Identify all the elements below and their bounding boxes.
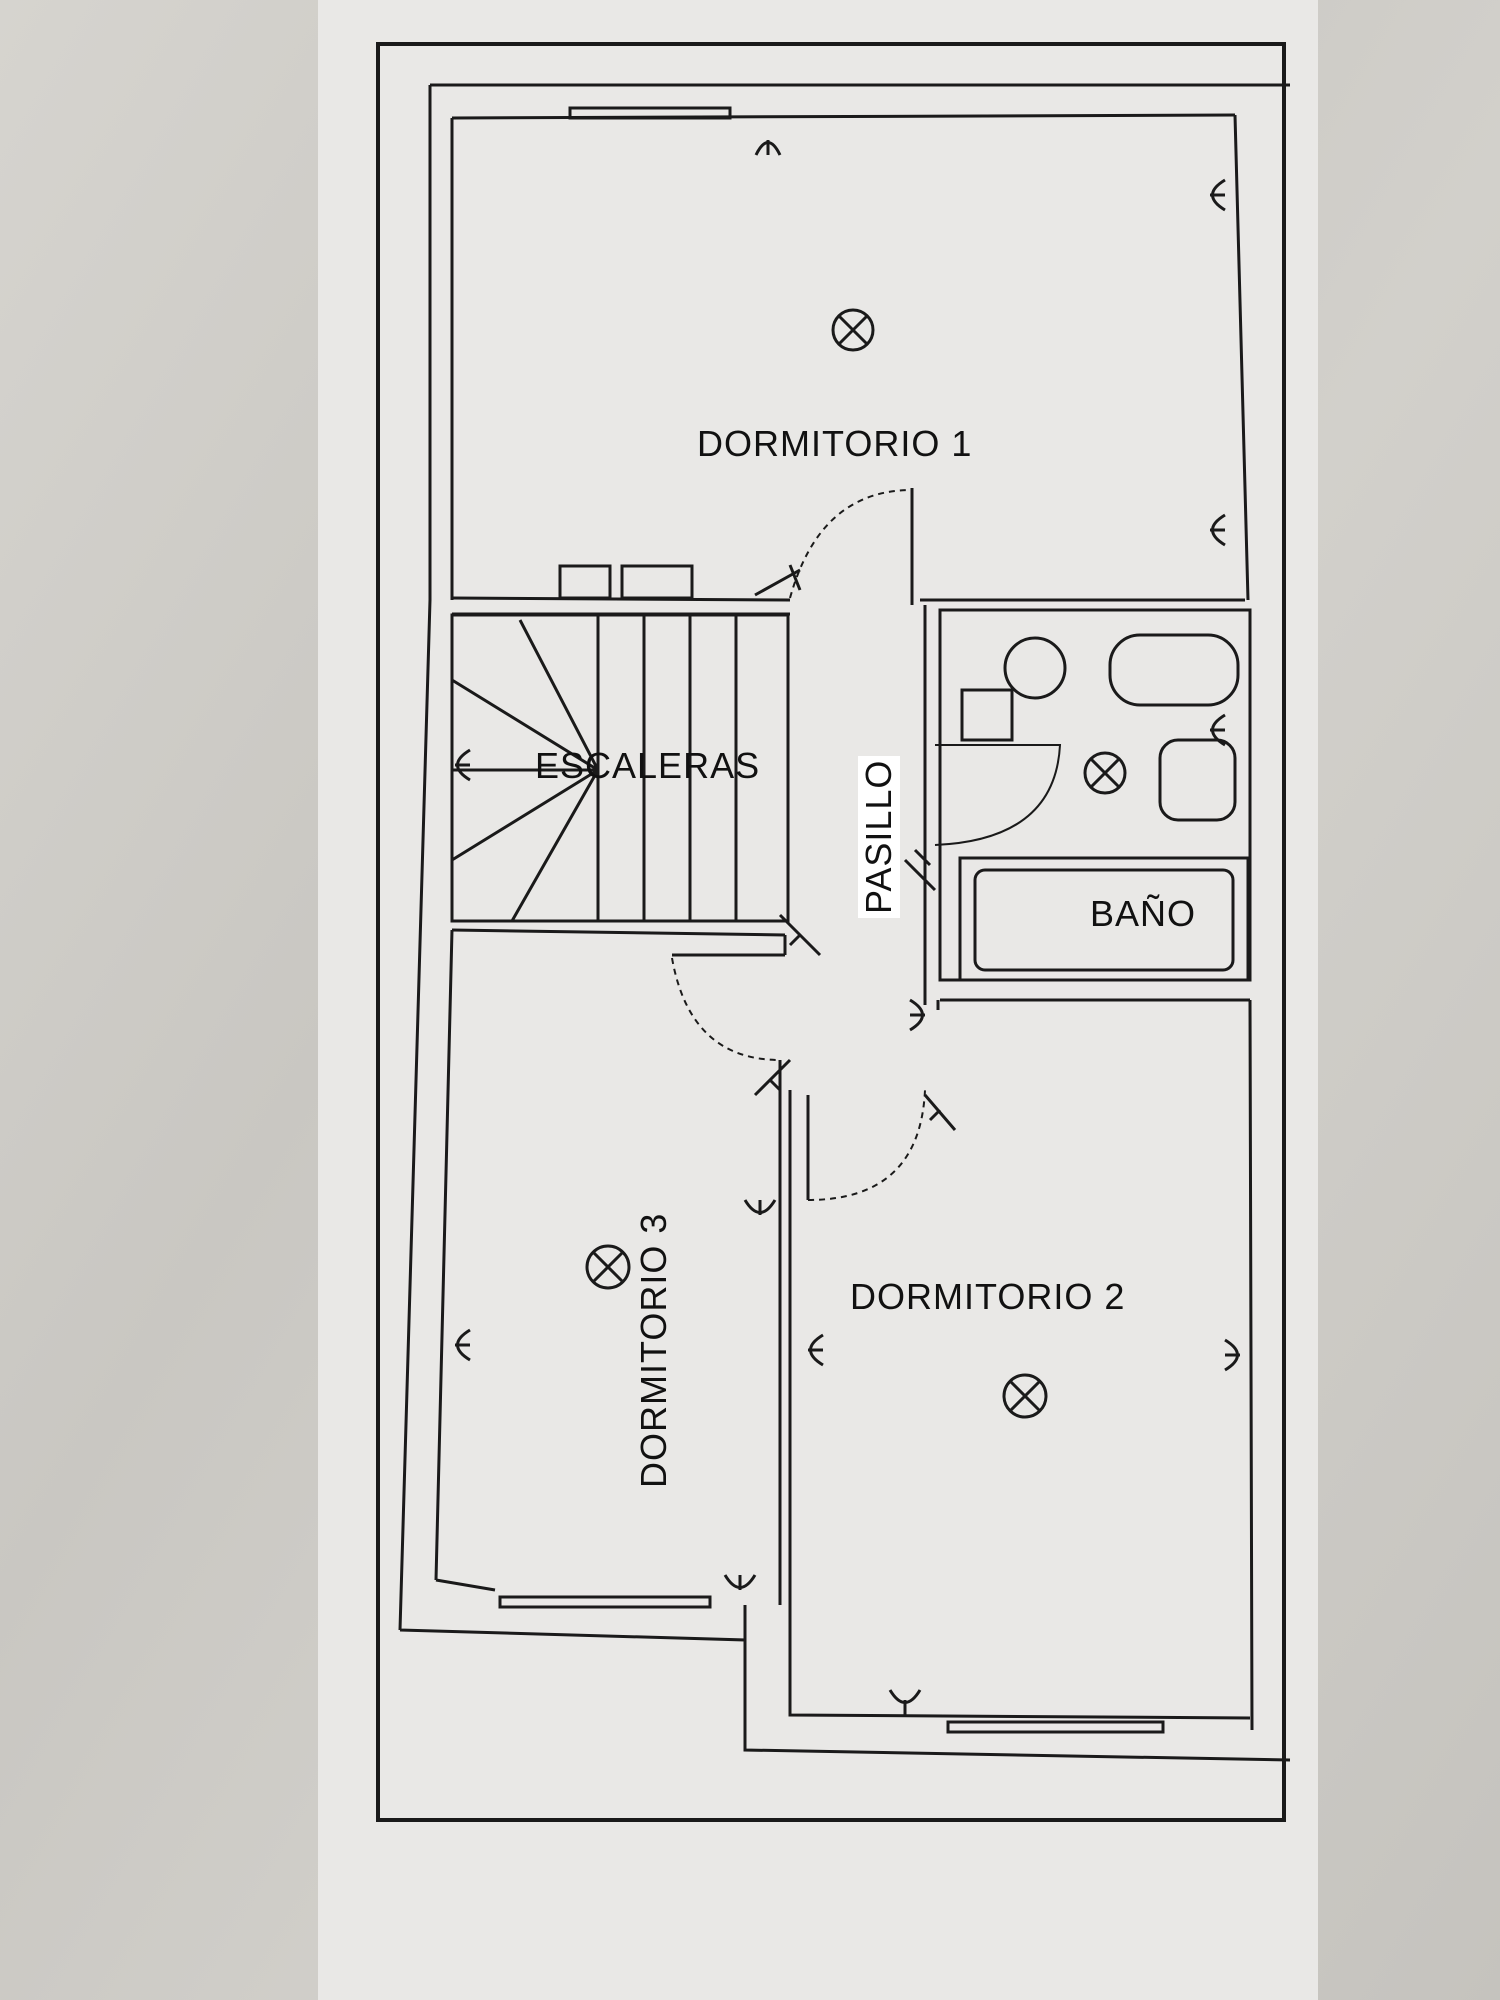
stair-treads: [451, 615, 738, 922]
socket-icon: [1210, 513, 1226, 547]
ceiling-light-icon: [1083, 751, 1127, 795]
bathtub: [973, 868, 1235, 972]
room-label-escaleras: ESCALERAS: [535, 745, 761, 786]
outer-wall: [428, 83, 1290, 600]
door-swing: [671, 957, 781, 1061]
socket-icon: [1224, 1338, 1240, 1372]
window: [946, 1720, 1165, 1734]
window: [498, 1595, 712, 1609]
switch-icon: [923, 1094, 957, 1131]
inner-wall-left: [435, 1578, 747, 1640]
room-label-bano: BAÑO: [1090, 893, 1197, 934]
radiator: [558, 564, 612, 600]
socket-icon: [1210, 178, 1226, 212]
switch-icon: [754, 564, 802, 597]
shower-tray: [960, 688, 1014, 742]
window: [568, 106, 732, 120]
socket-icon: [743, 1199, 777, 1215]
wall: [910, 488, 940, 1010]
wall: [451, 928, 787, 1605]
outer-wall-left: [398, 599, 1291, 1762]
toilet: [1158, 738, 1237, 822]
switch-icon: [778, 913, 822, 957]
socket-icon: [808, 1333, 824, 1367]
stairs: [450, 613, 790, 923]
radiator: [620, 564, 694, 600]
room-label-dormitorio-2: DORMITORIO 2: [850, 1276, 1126, 1317]
socket-icon: [909, 998, 925, 1032]
door-swing: [789, 489, 913, 599]
door-swing: [807, 1089, 926, 1201]
socket-icon: [455, 748, 471, 782]
wall: [788, 998, 1254, 1731]
socket-icon: [888, 1689, 922, 1715]
room-label-dormitorio-1: DORMITORIO 1: [697, 423, 973, 464]
room-label-pasillo: PASILLO: [858, 755, 900, 918]
room-label-dormitorio-3: DORMITORIO 3: [633, 1212, 674, 1488]
switch-icon: [903, 848, 937, 892]
door-swing: [934, 744, 1062, 846]
plan-frame: [376, 42, 1286, 1822]
ceiling-light-icon: [585, 1244, 631, 1290]
switch-icon: [753, 1058, 792, 1097]
bathtub-outer: [958, 856, 1250, 982]
ceiling-light-icon: [831, 308, 875, 352]
socket-icon: [455, 1328, 471, 1362]
socket-icon: [1210, 713, 1226, 747]
socket-icon: [754, 140, 782, 156]
socket-icon: [723, 1574, 757, 1590]
ceiling-light-icon: [1002, 1373, 1048, 1419]
wall: [451, 114, 1250, 616]
washbasin: [1003, 636, 1067, 700]
sink: [1108, 633, 1240, 707]
